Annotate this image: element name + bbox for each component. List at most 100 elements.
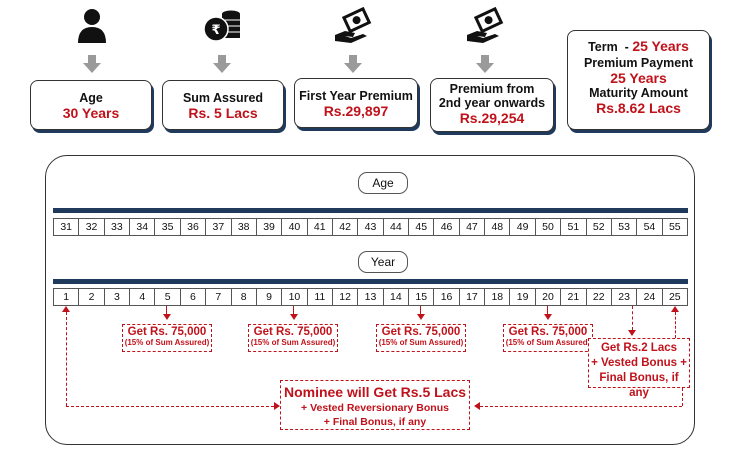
age-cell: 48 [485, 219, 511, 235]
arrow-down-icon [417, 314, 425, 320]
subsequent-premium-value: Rs.29,254 [459, 110, 525, 126]
age-cell: 50 [536, 219, 562, 235]
age-card: Age 30 Years [30, 80, 152, 130]
arrow-down-icon [290, 314, 298, 320]
payout-main: Get Rs. 75,000 [253, 326, 333, 338]
payout-box-year20: Get Rs. 75,000 (15% of Sum Assured) [503, 324, 593, 352]
year-cell: 11 [308, 289, 333, 305]
payout-main: Get Rs. 75,000 [508, 326, 588, 338]
age-cell: 35 [155, 219, 181, 235]
connector-to-nominee-right [480, 406, 682, 407]
connector-to-nominee-left [66, 406, 274, 407]
age-card-label: Age [79, 91, 103, 105]
year-cell: 18 [485, 289, 511, 305]
age-header: Age [358, 172, 408, 194]
year-cell: 1 [54, 289, 80, 305]
arrow-down-icon [628, 330, 636, 336]
connector-year20 [547, 306, 548, 315]
connector-year25 [675, 312, 676, 338]
subsequent-premium-card: Premium from 2nd year onwards Rs.29,254 [430, 78, 554, 132]
first-year-premium-label: First Year Premium [299, 89, 413, 103]
age-cell: 52 [587, 219, 612, 235]
nominee-line2: + Vested Reversionary Bonus [301, 402, 449, 414]
payout-box-year10: Get Rs. 75,000 (15% of Sum Assured) [248, 324, 338, 352]
age-cell: 44 [384, 219, 410, 235]
year-cell: 17 [460, 289, 486, 305]
connector-year5 [166, 306, 167, 315]
arrow-down-icon [163, 314, 171, 320]
sum-assured-value: Rs. 5 Lacs [188, 105, 258, 121]
year-header: Year [358, 251, 408, 273]
cash-hand-icon [467, 6, 504, 43]
svg-text:₹: ₹ [211, 23, 220, 38]
connector-year1 [66, 312, 67, 406]
payout-main: Get Rs. 75,000 [127, 326, 207, 338]
first-year-premium-card: First Year Premium Rs.29,897 [294, 78, 418, 128]
year-cell: 8 [232, 289, 257, 305]
age-cell: 38 [232, 219, 257, 235]
age-cell: 47 [460, 219, 486, 235]
arrow-up-icon [62, 306, 70, 312]
sum-assured-label: Sum Assured [182, 91, 264, 105]
timeline-frame [45, 155, 695, 445]
maturity-line2: + Vested Bonus + [591, 357, 687, 369]
year-cell: 2 [79, 289, 105, 305]
subsequent-premium-label-line2: 2nd year onwards [438, 96, 546, 110]
down-arrow-icon [344, 55, 362, 73]
year-cell: 22 [587, 289, 612, 305]
age-cell: 49 [510, 219, 536, 235]
age-cell: 31 [54, 219, 80, 235]
age-cell: 37 [206, 219, 232, 235]
arrow-right-icon [274, 402, 280, 410]
maturity-line1: Get Rs.2 Lacs [600, 342, 678, 354]
cash-hand-icon [335, 6, 372, 43]
subsequent-premium-label-line1: Premium from [449, 82, 535, 96]
maturity-box: Get Rs.2 Lacs + Vested Bonus + Final Bon… [588, 338, 690, 399]
term-card: Term - 25 Years Premium Payment 25 Years… [567, 30, 710, 130]
age-cell: 43 [358, 219, 384, 235]
sum-assured-card: Sum Assured Rs. 5 Lacs [162, 80, 284, 130]
down-arrow-icon [476, 55, 494, 73]
down-arrow-icon [83, 55, 101, 73]
maturity-amount-label: Maturity Amount [589, 86, 688, 100]
maturity-amount-value: Rs.8.62 Lacs [596, 100, 681, 116]
payout-sub: (15% of Sum Assured) [505, 338, 591, 347]
term-label: Term - [588, 40, 633, 54]
arrow-left-icon [474, 402, 480, 410]
payout-box-year5: Get Rs. 75,000 (15% of Sum Assured) [122, 324, 212, 352]
age-cell: 33 [105, 219, 131, 235]
down-arrow-icon [213, 55, 231, 73]
nominee-line1: Nominee will Get Rs.5 Lacs [283, 384, 467, 400]
arrow-up-icon [671, 306, 679, 312]
year-cell: 12 [333, 289, 359, 305]
year-bar [53, 279, 688, 284]
payout-main: Get Rs. 75,000 [381, 326, 461, 338]
age-cell: 40 [282, 219, 308, 235]
year-cell: 23 [612, 289, 638, 305]
nominee-line3: + Final Bonus, if any [323, 416, 427, 428]
age-cell: 36 [181, 219, 207, 235]
age-cell: 39 [257, 219, 283, 235]
year-cell: 13 [358, 289, 384, 305]
year-cell: 19 [510, 289, 536, 305]
first-year-premium-value: Rs.29,897 [323, 103, 389, 119]
payout-sub: (15% of Sum Assured) [124, 338, 210, 347]
year-cell: 6 [181, 289, 207, 305]
age-cell: 41 [308, 219, 333, 235]
year-cell: 25 [668, 291, 681, 303]
payout-sub: (15% of Sum Assured) [250, 338, 336, 347]
year-cell: 4 [130, 289, 156, 305]
year-cell: 21 [561, 289, 587, 305]
age-bar [53, 208, 688, 213]
year-cell: 5 [155, 289, 181, 305]
person-icon [78, 9, 106, 43]
age-cell: 42 [333, 219, 359, 235]
arrow-down-icon [544, 314, 552, 320]
premium-payment-label: Premium Payment [583, 56, 694, 70]
age-cell: 51 [561, 219, 587, 235]
age-cell: 54 [637, 219, 663, 235]
year-cell: 9 [257, 289, 283, 305]
connector-year23 [632, 306, 633, 330]
